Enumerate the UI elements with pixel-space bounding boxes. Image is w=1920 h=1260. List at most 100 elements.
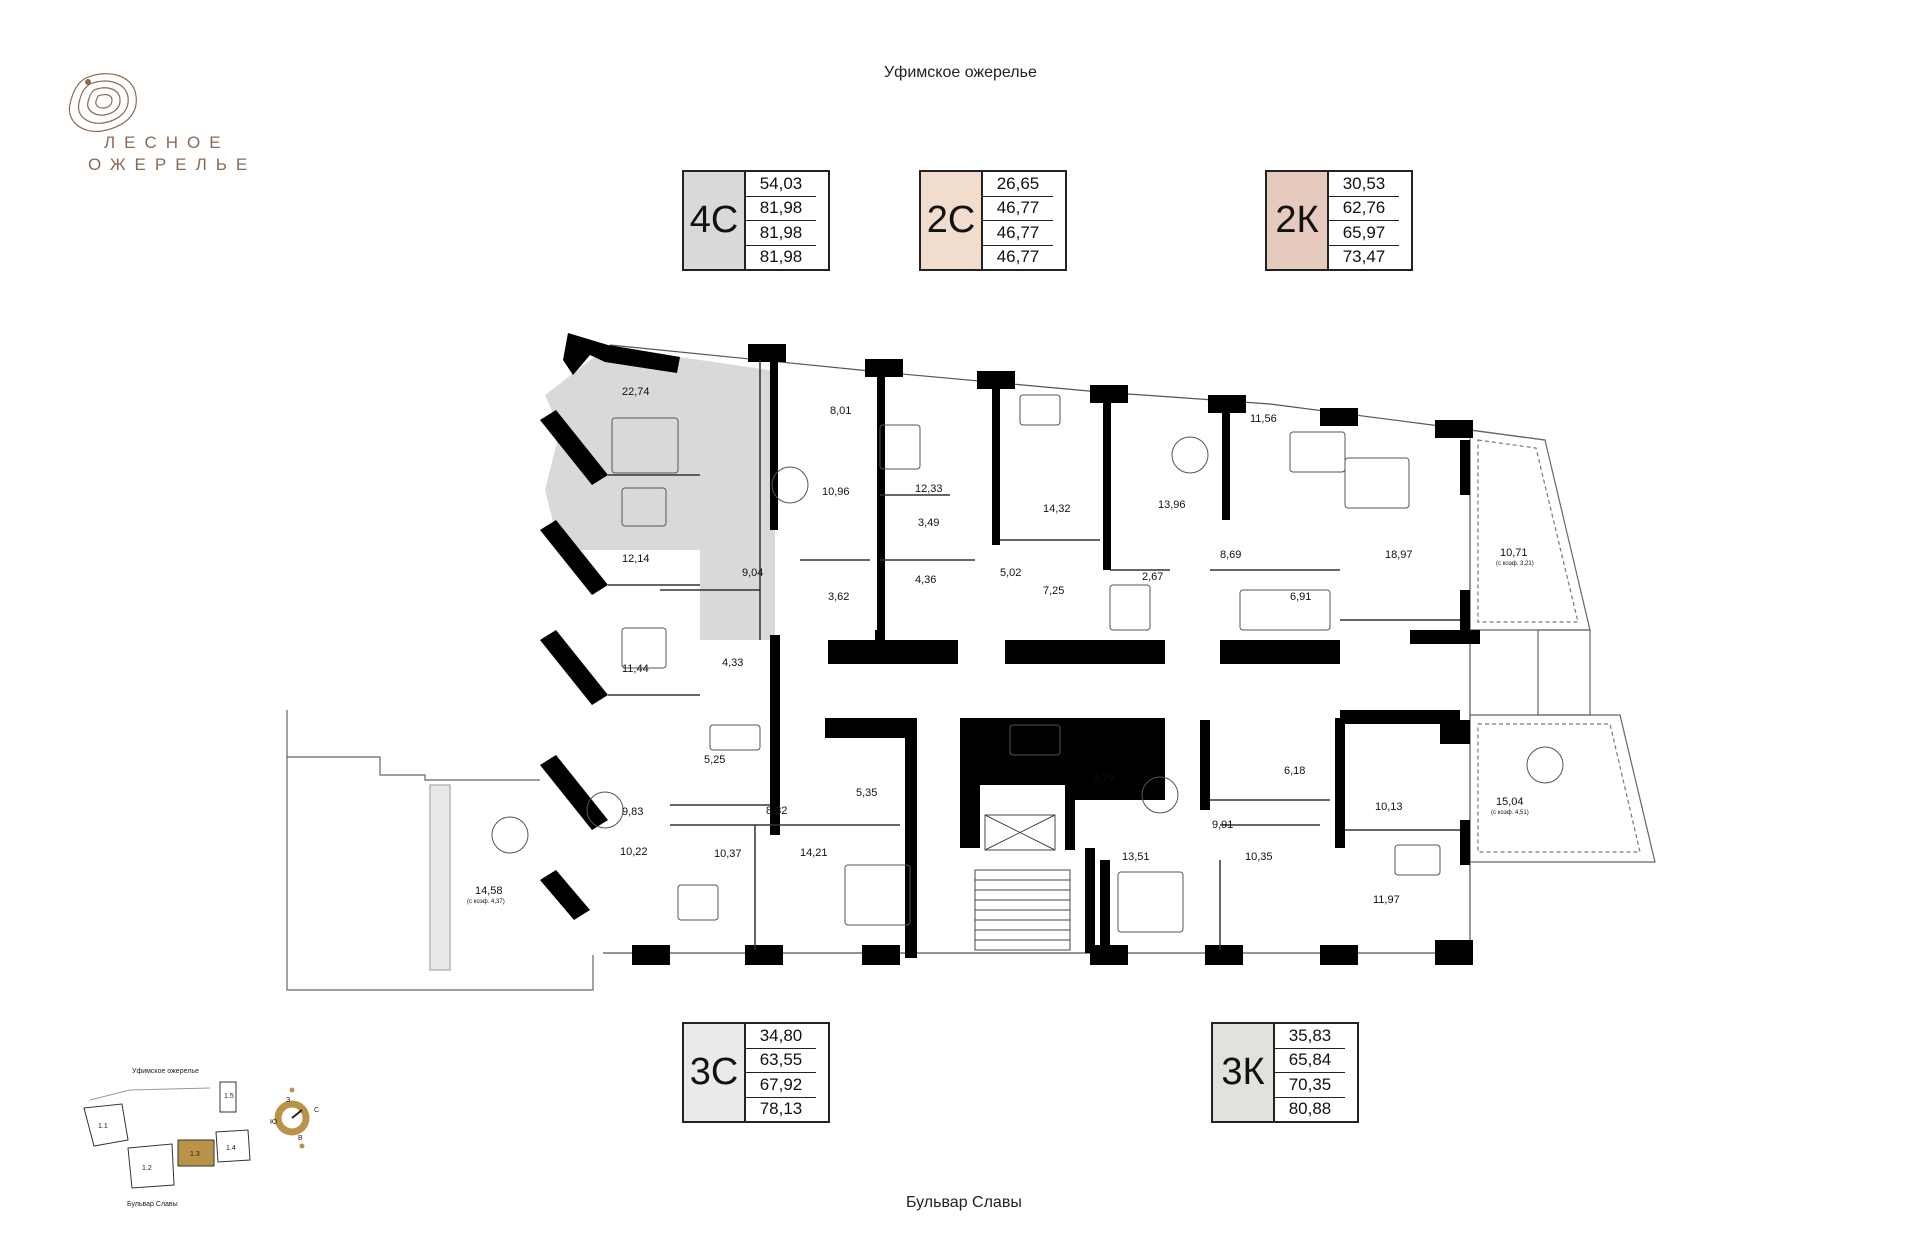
room-area: 9,04 (742, 567, 763, 579)
svg-text:З: З (286, 1097, 290, 1104)
room-area: 6,91 (1290, 591, 1311, 603)
core-stairs (974, 814, 1071, 951)
room-area: 22,74 (622, 386, 650, 398)
apartment-4c-area[interactable] (545, 345, 775, 640)
apartment-area-value: 78,13 (759, 1099, 803, 1119)
room-area: 5,02 (1000, 567, 1021, 579)
compass-icon (274, 1100, 310, 1136)
apartment-legend-3k: 3К 35,83 65,84 70,35 80,88 (1211, 1022, 1359, 1123)
furniture (491, 394, 1564, 933)
apartment-area-value: 62,76 (1329, 197, 1399, 221)
svg-text:Ю: Ю (270, 1119, 277, 1126)
apartment-area-value: 34,80 (746, 1024, 816, 1049)
room-area: 6,18 (1284, 765, 1305, 777)
logo: ЛЕСНОЕ ОЖЕРЕЛЬЕ (64, 66, 304, 176)
apartment-area-value: 65,97 (1329, 221, 1399, 246)
street-label-bottom: Бульвар Славы (906, 1194, 1022, 1211)
apartment-code: 3С (684, 1024, 746, 1121)
room-area: 9,83 (622, 806, 643, 818)
svg-text:1.1: 1.1 (98, 1123, 108, 1130)
apartment-legend-2k: 2К 30,53 62,76 65,97 73,47 (1265, 170, 1413, 271)
minimap-building (127, 1143, 175, 1189)
minimap-street-bottom: Бульвар Славы (127, 1201, 178, 1208)
logo-text-line1: ЛЕСНОЕ (104, 133, 230, 152)
room-area: 5,25 (704, 754, 725, 766)
svg-text:1.3: 1.3 (190, 1151, 200, 1158)
walls (540, 333, 1480, 965)
room-area: 12,14 (622, 553, 650, 565)
apartment-area-value: 54,03 (746, 172, 816, 197)
apartment-legend-2c: 2С 26,65 46,77 46,77 46,77 (919, 170, 1067, 271)
room-area: 14,21 (800, 847, 828, 859)
building-outline (286, 344, 1656, 991)
partitions (608, 360, 1460, 950)
apartment-area-value: 46,77 (996, 247, 1040, 267)
room-area: 5,35 (856, 787, 877, 799)
apartment-area-value: 63,55 (746, 1049, 816, 1073)
apartment-area-value: 26,65 (983, 172, 1053, 197)
room-area: 10,71 (1500, 547, 1528, 559)
apartment-legend-4c: 4С 54,03 81,98 81,98 81,98 (682, 170, 830, 271)
room-area: 10,37 (714, 848, 742, 860)
apartment-code: 2К (1267, 172, 1329, 269)
room-area: 8,32 (766, 805, 787, 817)
minimap-building (83, 1103, 129, 1147)
apartment-code: 3К (1213, 1024, 1275, 1121)
room-area: 13,96 (1158, 499, 1186, 511)
apartment-area-value: 67,92 (746, 1073, 816, 1098)
room-area: 14,58 (475, 885, 503, 897)
svg-text:С: С (314, 1107, 319, 1114)
room-area: 4,36 (915, 574, 936, 586)
svg-text:1.2: 1.2 (142, 1165, 152, 1172)
apartment-area-value: 81,98 (746, 197, 816, 221)
room-area: 10,96 (822, 486, 850, 498)
room-area: 11,44 (622, 663, 649, 675)
apartment-code: 2С (921, 172, 983, 269)
minimap-building (219, 1081, 237, 1113)
room-area: 7,25 (1043, 585, 1064, 597)
room-area: 11,97 (1373, 894, 1400, 906)
logo-text-line2: ОЖЕРЕЛЬЕ (88, 155, 257, 174)
room-area: 4,33 (722, 657, 743, 669)
room-area: 14,32 (1043, 503, 1071, 515)
svg-text:1.4: 1.4 (226, 1145, 236, 1152)
room-labels: 22,74 8,01 10,96 12,14 9,04 3,62 11,44 4… (467, 386, 1534, 906)
room-area: 10,13 (1375, 801, 1403, 813)
room-area: 3,49 (918, 517, 939, 529)
logo-mark-icon (68, 73, 137, 132)
room-area-note: (с коэф. 3,21) (1496, 561, 1534, 567)
room-area-note: (с коэф. 4,37) (467, 899, 505, 905)
room-area: 9,91 (1212, 819, 1233, 831)
room-area: 8,69 (1220, 549, 1241, 561)
room-area: 18,97 (1385, 549, 1413, 561)
room-area: 3,62 (828, 591, 849, 603)
room-area: 10,22 (620, 846, 648, 858)
minimap-building-current (177, 1139, 215, 1167)
apartment-code: 4С (684, 172, 746, 269)
apartment-area-value: 30,53 (1329, 172, 1399, 197)
room-area: 8,01 (830, 405, 851, 417)
svg-text:1.5: 1.5 (224, 1093, 234, 1100)
minimap-street-top: Уфимское ожерелье (132, 1068, 199, 1075)
room-area: 3,79 (1093, 773, 1114, 785)
room-area: 10,35 (1245, 851, 1273, 863)
room-area: 11,56 (1250, 413, 1277, 425)
room-area: 2,67 (1142, 571, 1163, 583)
apartment-area-value: 46,77 (983, 221, 1053, 246)
apartment-legend-3c: 3С 34,80 63,55 67,92 78,13 (682, 1022, 830, 1123)
street-label-top: Уфимское ожерелье (884, 64, 1037, 81)
minimap-building (215, 1129, 251, 1163)
site-minimap: Уфимское ожерелье Бульвар Славы 1.1 1.2 … (83, 1068, 319, 1208)
room-area-note: (с коэф. 4,51) (1491, 810, 1529, 816)
apartment-area-value: 70,35 (1275, 1073, 1345, 1098)
apartment-area-value: 35,83 (1275, 1024, 1345, 1049)
svg-text:В: В (298, 1135, 303, 1142)
apartment-area-value: 80,88 (1288, 1099, 1332, 1119)
apartment-area-value: 73,47 (1342, 247, 1386, 267)
apartment-area-value: 81,98 (759, 247, 803, 267)
room-area: 15,04 (1496, 796, 1524, 808)
room-area: 12,33 (915, 483, 943, 495)
room-area: 13,51 (1122, 851, 1150, 863)
apartment-area-value: 65,84 (1275, 1049, 1345, 1073)
